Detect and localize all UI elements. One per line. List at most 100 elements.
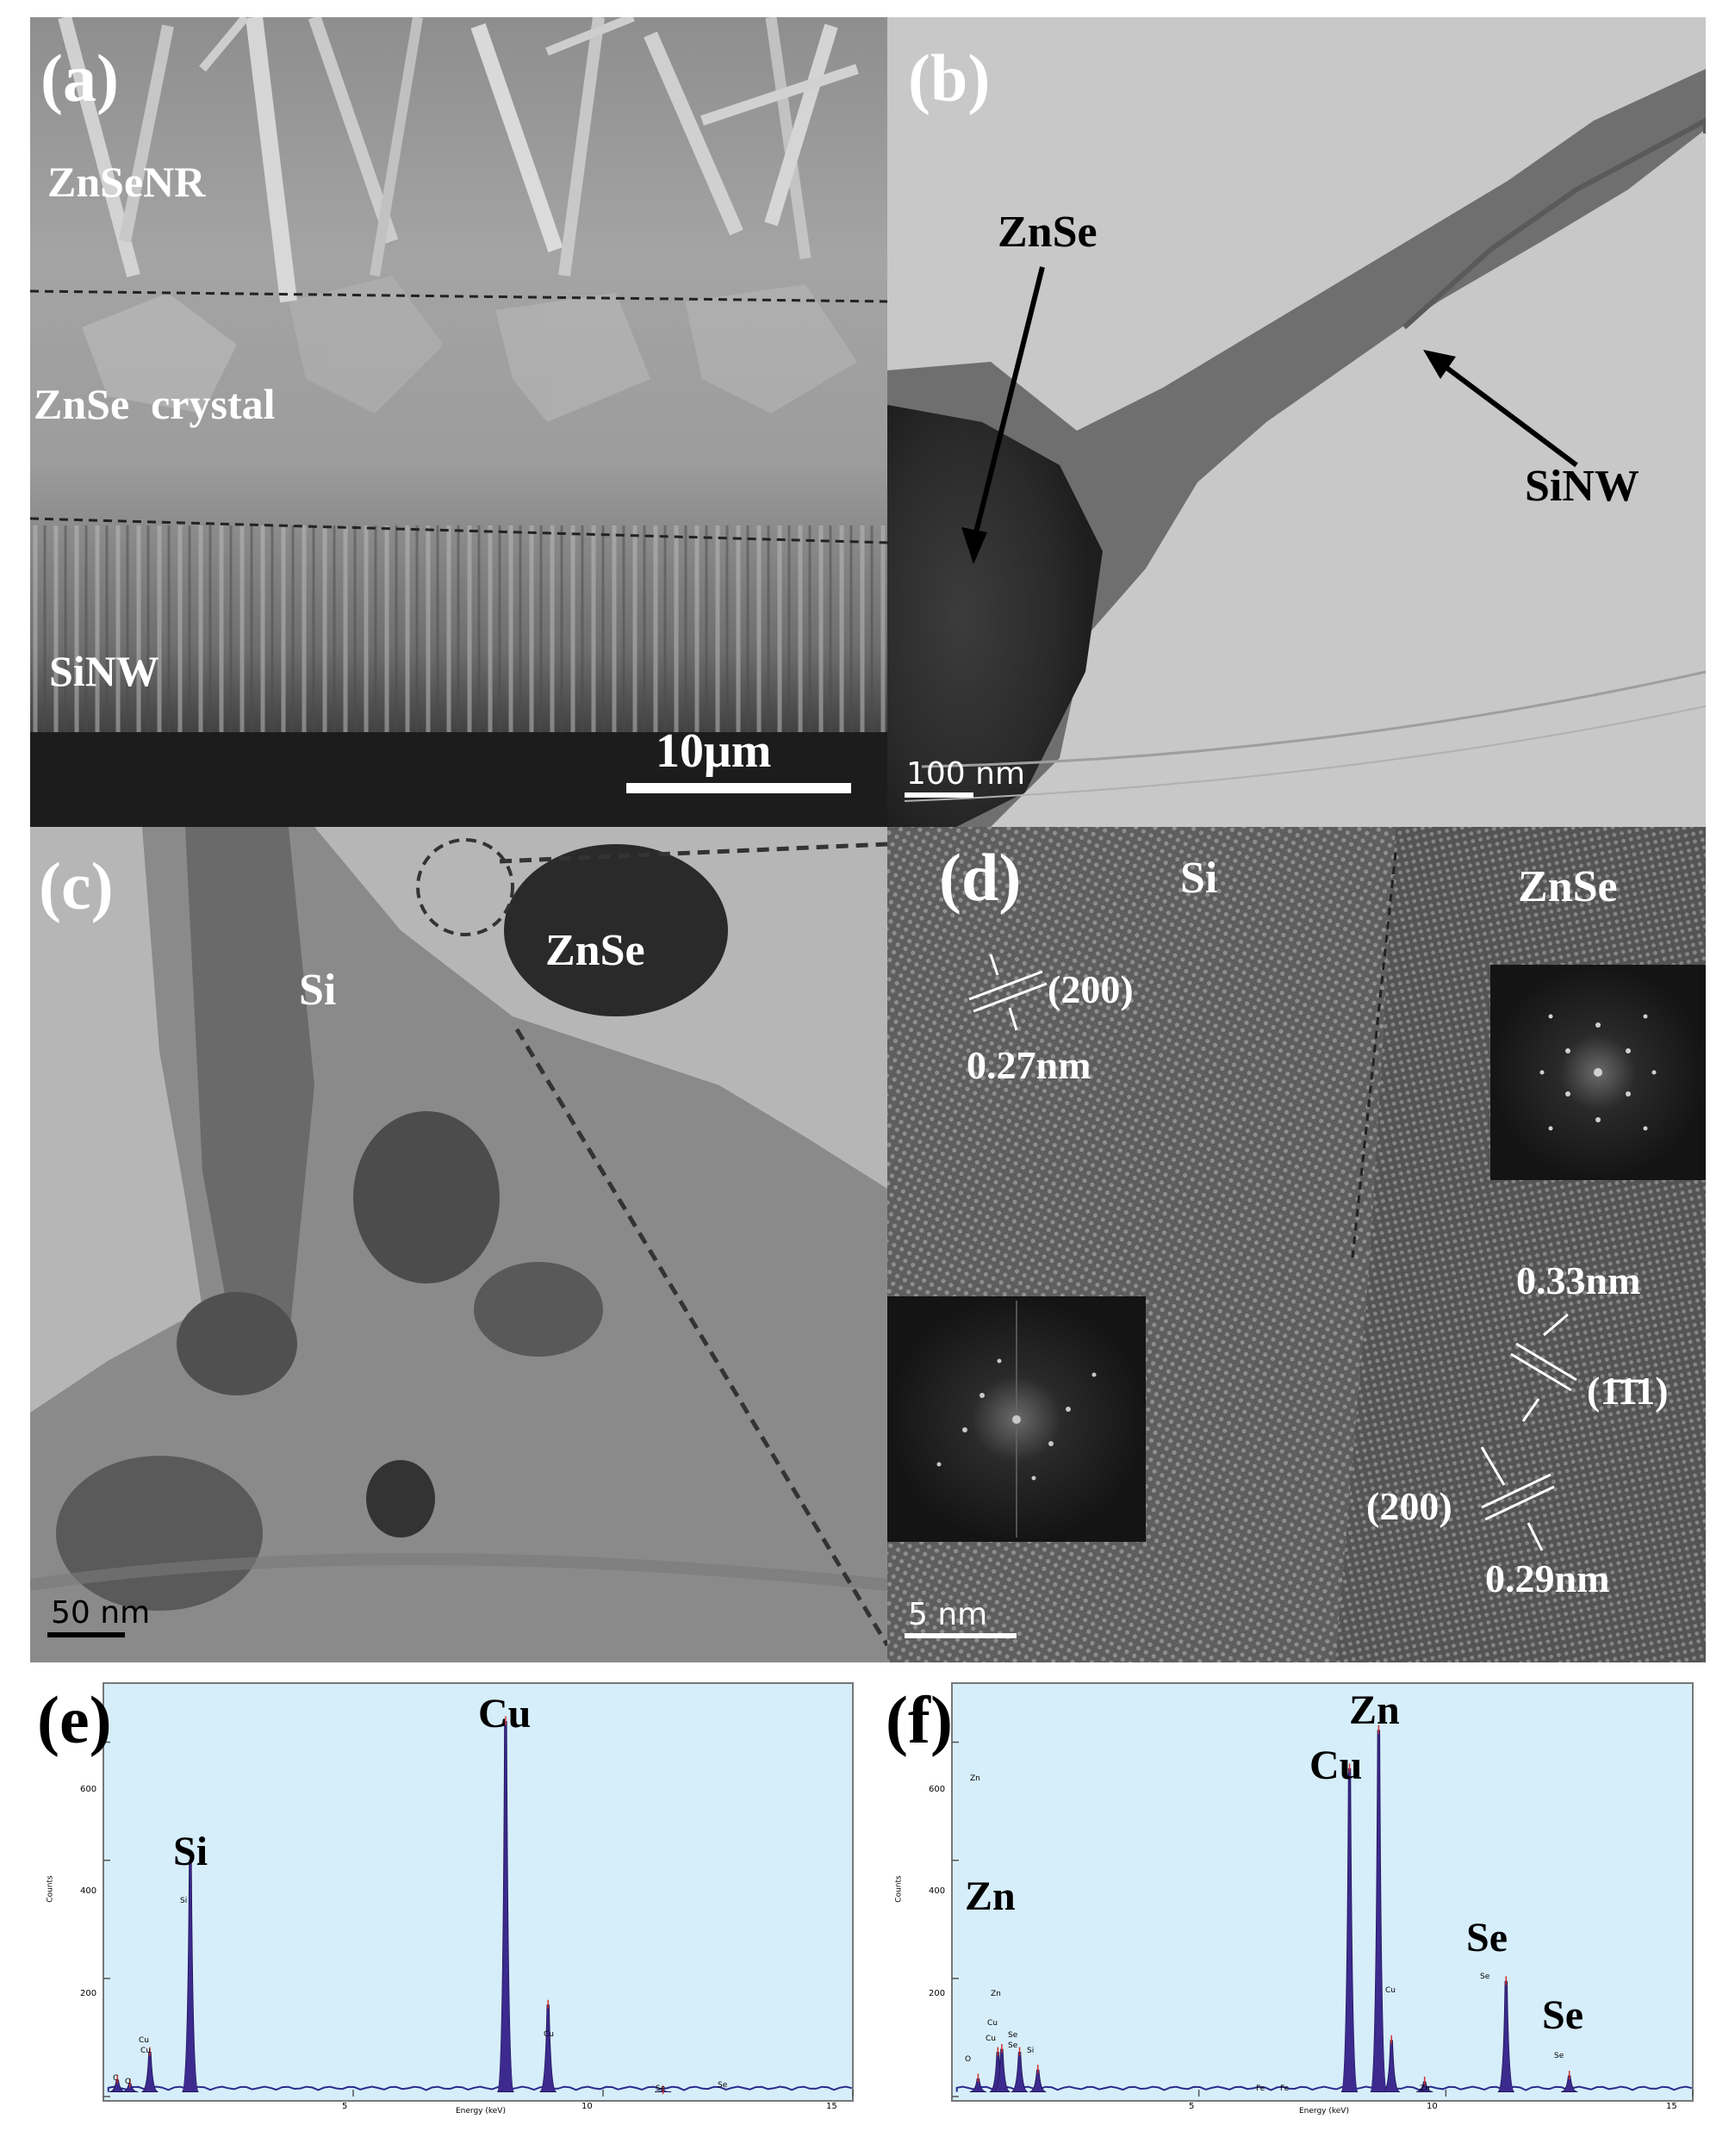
- lattice-plane-label-1: (200): [1048, 967, 1134, 1011]
- peak-label-se1-f: Se: [1466, 1915, 1508, 1960]
- small-label-e-cu1: Cu: [139, 2036, 149, 2045]
- panel-label-b: (b): [908, 40, 991, 115]
- small-label-e-se1: Se: [656, 2085, 666, 2093]
- x-axis-title-f: Energy (keV): [1299, 2107, 1349, 2116]
- lattice-plane-label-3: (200): [1366, 1484, 1452, 1528]
- spectrum-peak: [496, 1721, 514, 2093]
- x-tick-5-f: 5: [1189, 2102, 1195, 2111]
- spectrum-peak: [1497, 1980, 1515, 2093]
- panel-label-f: (f): [886, 1682, 953, 1757]
- lattice-plane-label-2: (1̄1̄1): [1587, 1369, 1669, 1413]
- spectrum-peak: [969, 2078, 987, 2093]
- small-label-f-se2: Se: [1008, 2041, 1018, 2050]
- scale-bar-a: [626, 783, 851, 793]
- small-label-f-si: Si: [1027, 2047, 1035, 2055]
- scale-bar-label-b: 100 nm: [906, 756, 1026, 792]
- y-tick-600-e: 600: [80, 1785, 97, 1794]
- scale-bar-label-a: 10μm: [656, 724, 772, 778]
- small-label-f-se1: Se: [1008, 2031, 1018, 2040]
- x-axis-title-e: Energy (keV): [456, 2107, 506, 2116]
- small-label-f-zn3: Zn: [1420, 2085, 1430, 2093]
- region-label-sinw: SiNW: [49, 647, 159, 695]
- panel-d: (d) Si ZnSe (200) 0.27nm 0.33nm (1̄1̄1) …: [887, 827, 1706, 1662]
- panel-d-micrograph: [887, 827, 1706, 1662]
- spectrum-peak: [1011, 2052, 1029, 2093]
- lattice-spacing-label-1: 0.27nm: [967, 1043, 1091, 1087]
- spectrum-peak: [1029, 2069, 1047, 2093]
- scale-bar-b: [905, 792, 973, 798]
- small-label-e-o: O: [125, 2078, 132, 2086]
- peak-label-zn-high-f: Zn: [1349, 1687, 1400, 1733]
- annotation-znse-b: ZnSe: [998, 208, 1098, 257]
- spectrum-peak: [1383, 2040, 1401, 2093]
- scale-bar-label-d: 5 nm: [908, 1597, 988, 1632]
- y-tick-400-f: 400: [929, 1886, 946, 1896]
- panel-c: (c) Si ZnSe 50 nm: [30, 827, 887, 1662]
- scale-bar-d: [905, 1633, 1017, 1638]
- scale-bar-c: [47, 1632, 125, 1637]
- x-tick-10-e: 10: [581, 2102, 593, 2111]
- small-label-f-se4: Se: [1554, 2052, 1564, 2060]
- small-label-f-fe1: Fe: [1256, 2085, 1265, 2093]
- lattice-spacing-label-2: 0.33nm: [1516, 1258, 1641, 1302]
- spectrum-baseline: [107, 2085, 853, 2092]
- small-label-f-fe2: Fe: [1280, 2085, 1290, 2093]
- peak-label-si-e: Si: [173, 1829, 208, 1874]
- spectrum-peak: [539, 2004, 557, 2093]
- spectrum-peak: [993, 2048, 1011, 2093]
- spectrum-peak: [1340, 1768, 1359, 2093]
- eds-chart-e: [103, 1682, 854, 2102]
- panel-label-c: (c): [39, 848, 114, 923]
- lattice-spacing-label-3: 0.29nm: [1485, 1556, 1610, 1600]
- spectrum-peak: [181, 1860, 200, 2093]
- panel-b-micrograph: [887, 17, 1706, 827]
- small-label-f-zn1: Zn: [970, 1774, 980, 1783]
- small-label-e-c: C: [113, 2074, 119, 2083]
- panel-e: (e) Si Cu Counts Energy (keV) 200 400 60…: [30, 1673, 870, 2121]
- annotation-znse-c: ZnSe: [545, 926, 645, 975]
- eds-chart-f: [951, 1682, 1694, 2102]
- small-label-e-cu3: Cu: [544, 2030, 554, 2039]
- panel-a-micrograph: [30, 17, 887, 827]
- small-label-f-cu1: Cu: [987, 2019, 998, 2028]
- peak-label-zn-low-f: Zn: [965, 1873, 1016, 1919]
- peak-label-cu-f: Cu: [1309, 1743, 1363, 1788]
- x-tick-15-e: 15: [826, 2102, 837, 2111]
- y-axis-title-f: Counts: [894, 1875, 904, 1903]
- annotation-si-d: Si: [1180, 854, 1218, 903]
- small-label-f-cu3: Cu: [1385, 1986, 1396, 1995]
- panel-b: (b) ZnSe SiNW 100 nm: [887, 17, 1706, 827]
- region-label-znse-crystal: ZnSe crystal: [34, 380, 276, 428]
- y-tick-200-e: 200: [80, 1989, 97, 1998]
- x-tick-10-f: 10: [1427, 2102, 1438, 2111]
- y-tick-600-f: 600: [929, 1785, 946, 1794]
- small-label-f-se3: Se: [1480, 1973, 1490, 1981]
- annotation-znse-d: ZnSe: [1518, 862, 1618, 911]
- panel-a: (a) ZnSeNR ZnSe crystal SiNW 10μm: [30, 17, 887, 827]
- peak-label-cu-e: Cu: [478, 1691, 532, 1737]
- small-label-f-cu2: Cu: [986, 2035, 996, 2043]
- small-label-e-si: Si: [180, 1897, 188, 1905]
- panel-label-e: (e): [37, 1682, 112, 1757]
- y-tick-200-f: 200: [929, 1989, 946, 1998]
- small-label-e-cu2: Cu: [140, 2047, 151, 2055]
- spectrum-peak: [121, 2083, 139, 2093]
- spectrum-peak: [1370, 1730, 1388, 2093]
- annotation-si-c: Si: [299, 966, 337, 1015]
- region-label-znsenr: ZnSeNR: [47, 158, 206, 206]
- panel-f: (f) Zn Cu Zn Se Se Counts Energy (keV) 2…: [879, 1673, 1706, 2121]
- spectrum-peak: [141, 2052, 159, 2093]
- x-tick-15-f: 15: [1666, 2102, 1677, 2111]
- peak-label-se2-f: Se: [1542, 1992, 1583, 2038]
- panel-label-a: (a): [40, 40, 119, 115]
- small-label-f-zn2: Zn: [991, 1990, 1001, 1998]
- scale-bar-label-c: 50 nm: [51, 1595, 151, 1631]
- small-label-f-o: O: [965, 2055, 972, 2064]
- spectrum-peak: [1416, 2081, 1433, 2093]
- annotation-sinw-b: SiNW: [1525, 462, 1639, 511]
- small-label-e-se2: Se: [718, 2081, 728, 2090]
- panel-c-micrograph: [30, 827, 887, 1662]
- x-tick-5-e: 5: [342, 2102, 348, 2111]
- y-axis-title-e: Counts: [46, 1875, 55, 1903]
- y-tick-400-e: 400: [80, 1886, 97, 1896]
